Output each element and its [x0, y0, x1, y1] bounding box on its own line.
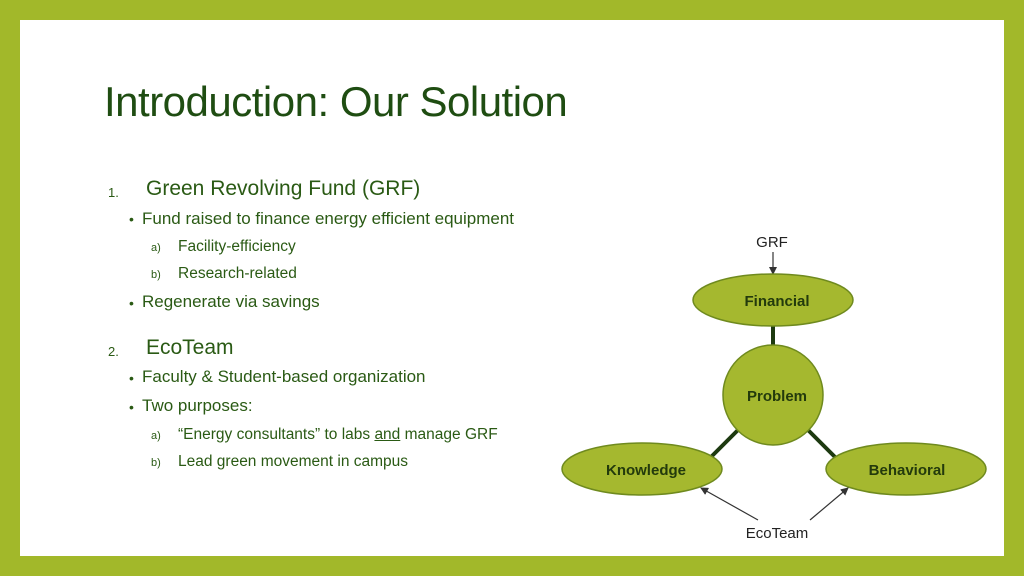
sub-text-underlined: and	[374, 426, 401, 443]
sub-mark: b)	[151, 269, 161, 281]
sub-text-pre: “Energy consultants” to labs	[178, 426, 375, 443]
node-label: Problem	[747, 388, 807, 405]
grf-label: GRF	[756, 234, 788, 251]
node-label: Knowledge	[606, 462, 686, 479]
bullet-dot: •	[129, 399, 134, 415]
ecoteam-arrow-right	[809, 487, 849, 521]
sub-text-post: manage GRF	[400, 426, 498, 443]
sub-mark: a)	[151, 242, 161, 254]
bullet-text: Regenerate via savings	[142, 292, 320, 311]
sub-mark: b)	[151, 457, 161, 469]
sub-mark: a)	[151, 430, 161, 442]
node-problem: Problem	[722, 344, 824, 446]
bullet-text: Faculty & Student-based organization	[142, 367, 426, 386]
slide-title: Introduction: Our Solution	[104, 78, 568, 125]
sub-text: Lead green movement in campus	[178, 453, 409, 470]
bullet-text: Fund raised to finance energy efficient …	[142, 209, 515, 228]
node-behavioral: Behavioral	[825, 442, 987, 496]
node-label: Financial	[744, 293, 809, 310]
item-heading: Green Revolving Fund (GRF)	[146, 177, 421, 200]
bullet-dot: •	[129, 295, 134, 311]
item-number: 2.	[108, 344, 119, 359]
problem-diagram: GRF Financial Problem Knowledge Behavior…	[561, 234, 987, 542]
ecoteam-label: EcoTeam	[746, 525, 809, 542]
bullet-text: Two purposes:	[142, 396, 253, 415]
slide: Introduction: Our Solution 1. Green Revo…	[20, 20, 1004, 556]
bullet-dot: •	[129, 211, 134, 227]
node-knowledge: Knowledge	[561, 442, 723, 496]
sub-text: Research-related	[178, 265, 297, 282]
node-financial: Financial	[692, 273, 854, 327]
ecoteam-arrow-left	[700, 487, 759, 521]
bullet-dot: •	[129, 370, 134, 386]
node-label: Behavioral	[869, 462, 946, 479]
item-number: 1.	[108, 185, 119, 200]
sub-text: “Energy consultants” to labs and manage …	[178, 426, 498, 444]
item-heading: EcoTeam	[146, 336, 234, 359]
sub-text: Facility-efficiency	[178, 238, 296, 255]
